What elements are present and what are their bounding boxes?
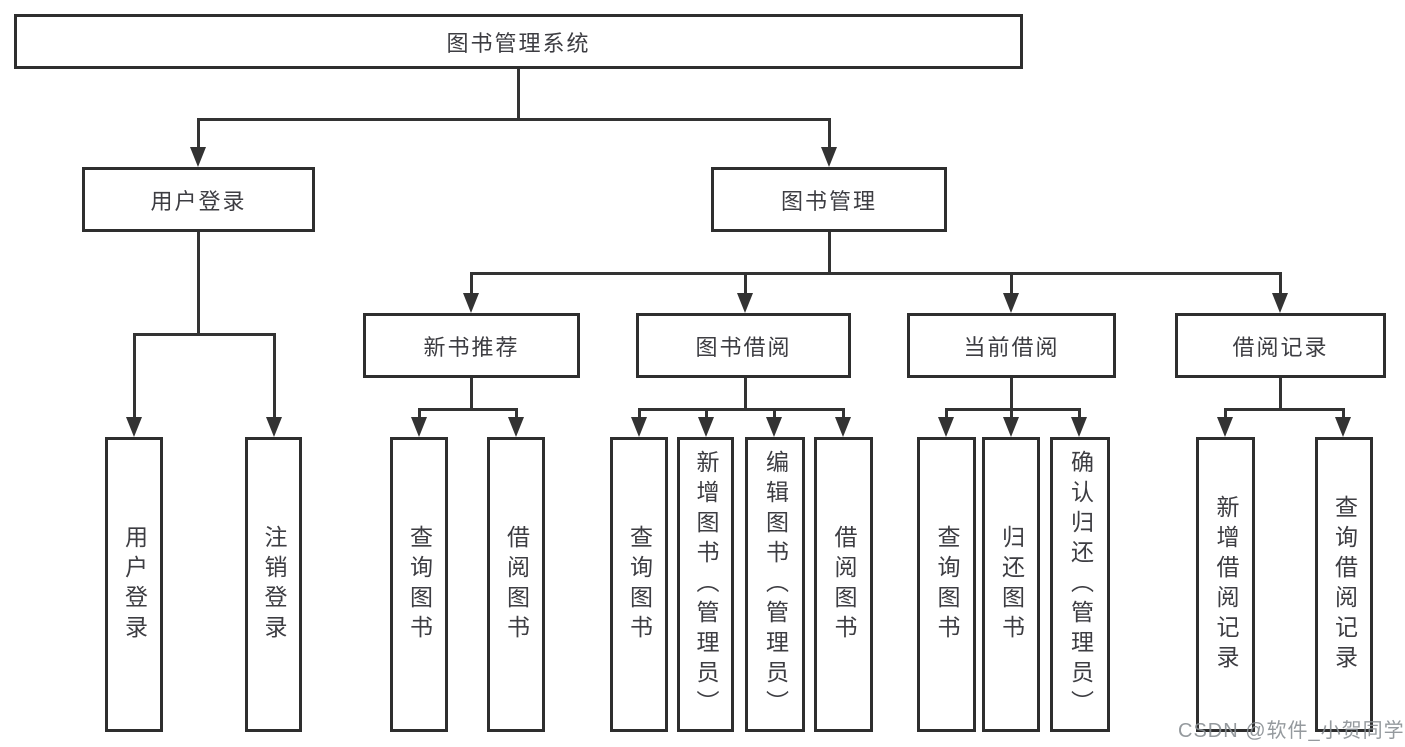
- edge-br-hline: [1224, 408, 1345, 411]
- leaf-bb-borrow-books: 借阅图书: [814, 437, 873, 732]
- edge-to-leaf-bb-add: [705, 408, 708, 421]
- leaf-br-query-record-label: 查询借阅记录: [1331, 494, 1358, 675]
- leaf-logout: 注销登录: [245, 437, 302, 732]
- node-borrow-record: 借阅记录: [1175, 313, 1386, 378]
- leaf-br-query-record: 查询借阅记录: [1315, 437, 1373, 732]
- leaf-bb-edit-books-admin: 编辑图书（管理员）: [745, 437, 805, 732]
- edge-to-leaf-bb-edit: [773, 408, 776, 421]
- arrowhead-leaf-bb-borrow: [835, 417, 851, 437]
- arrowhead-borrow-record: [1272, 293, 1288, 313]
- edge-to-leaf-bb-query: [638, 408, 641, 421]
- leaf-cb-query-books: 查询图书: [917, 437, 976, 732]
- node-user-login: 用户登录: [82, 167, 315, 232]
- edge-to-borrow-record: [1279, 272, 1282, 297]
- edge-root-to-book-management: [828, 118, 831, 150]
- arrowhead-leaf-cb-confirm: [1071, 417, 1087, 437]
- arrowhead-book-borrow: [737, 293, 753, 313]
- edge-to-leaf-br-query: [1342, 408, 1345, 421]
- node-book-management-label: 图书管理: [780, 188, 877, 214]
- arrowhead-current-borrow: [1003, 293, 1019, 313]
- edge-to-current-borrow: [1010, 272, 1013, 297]
- edge-cb-stem: [1010, 378, 1013, 411]
- edge-bb-hline: [638, 408, 845, 411]
- edge-to-leaf-cb-return: [1010, 408, 1013, 421]
- leaf-bb-add-books-admin-label: 新增图书（管理员）: [693, 449, 719, 720]
- edge-to-leaf-br-add: [1224, 408, 1227, 421]
- leaf-bb-add-books-admin: 新增图书（管理员）: [677, 437, 734, 732]
- leaf-bb-query-books-label: 查询图书: [626, 524, 653, 645]
- csdn-watermark: CSDN @软件_小贺同学: [1178, 720, 1405, 742]
- edge-nbr-stem: [470, 378, 473, 411]
- node-new-book-recommend-label: 新书推荐: [423, 334, 520, 360]
- leaf-user-login: 用户登录: [105, 437, 163, 732]
- leaf-cb-return-books: 归还图书: [982, 437, 1040, 732]
- leaf-bb-edit-books-admin-label: 编辑图书（管理员）: [762, 449, 789, 720]
- leaf-logout-label: 注销登录: [261, 524, 287, 645]
- edge-br-stem: [1279, 378, 1282, 411]
- arrowhead-leaf-cb-query: [938, 417, 954, 437]
- edge-to-leaf-cb-confirm: [1078, 408, 1081, 421]
- edge-to-new-book-recommend: [470, 272, 473, 297]
- edge-to-leaf-nbr-borrow: [515, 408, 518, 421]
- arrowhead-leaf-br-add: [1217, 417, 1233, 437]
- edge-root-stem: [517, 69, 520, 120]
- arrowhead-leaf-bb-edit: [766, 417, 782, 437]
- edge-to-book-borrow: [744, 272, 747, 297]
- edge-cb-hline: [945, 408, 1081, 411]
- node-book-borrow-label: 图书借阅: [695, 334, 792, 360]
- node-root: 图书管理系统: [14, 14, 1023, 69]
- leaf-br-add-record: 新增借阅记录: [1196, 437, 1255, 732]
- leaf-bb-query-books: 查询图书: [610, 437, 668, 732]
- edge-user-login-hline: [133, 333, 276, 336]
- arrowhead-book-management: [821, 147, 837, 167]
- edge-user-login-stem: [197, 232, 200, 336]
- edge-book-management-stem: [828, 232, 831, 275]
- leaf-nbr-borrow-books-label: 借阅图书: [503, 524, 530, 645]
- edge-to-leaf-cb-query: [945, 408, 948, 421]
- edge-nbr-hline: [418, 408, 518, 411]
- leaf-cb-confirm-return-admin-label: 确认归还（管理员）: [1067, 449, 1094, 720]
- leaf-bb-borrow-books-label: 借阅图书: [831, 524, 857, 645]
- edge-root-to-user-login: [197, 118, 200, 150]
- node-borrow-record-label: 借阅记录: [1232, 334, 1329, 360]
- leaf-br-add-record-label: 新增借阅记录: [1213, 494, 1239, 675]
- leaf-user-login-label: 用户登录: [121, 524, 148, 645]
- edge-to-leaf-bb-borrow: [842, 408, 845, 421]
- node-current-borrow-label: 当前借阅: [963, 334, 1060, 360]
- arrowhead-leaf-bb-add: [698, 417, 714, 437]
- node-root-label: 图书管理系统: [446, 30, 591, 56]
- arrowhead-leaf-nbr-borrow: [508, 417, 524, 437]
- edge-to-leaf-logout: [273, 333, 276, 421]
- leaf-nbr-query-books: 查询图书: [390, 437, 448, 732]
- node-book-borrow: 图书借阅: [636, 313, 851, 378]
- arrowhead-leaf-cb-return: [1003, 417, 1019, 437]
- node-book-management: 图书管理: [711, 167, 947, 232]
- arrowhead-leaf-logout: [266, 417, 282, 437]
- arrowhead-leaf-user-login: [126, 417, 142, 437]
- arrowhead-leaf-bb-query: [631, 417, 647, 437]
- node-user-login-label: 用户登录: [150, 188, 247, 214]
- arrowhead-leaf-br-query: [1335, 417, 1351, 437]
- leaf-nbr-borrow-books: 借阅图书: [487, 437, 545, 732]
- leaf-cb-query-books-label: 查询图书: [934, 524, 960, 645]
- leaf-nbr-query-books-label: 查询图书: [406, 524, 433, 645]
- arrowhead-new-book-recommend: [463, 293, 479, 313]
- edge-bb-stem: [744, 378, 747, 411]
- leaf-cb-return-books-label: 归还图书: [998, 524, 1025, 645]
- edge-to-leaf-user-login: [133, 333, 136, 421]
- edge-root-hline: [197, 118, 831, 121]
- edge-to-leaf-nbr-query: [418, 408, 421, 421]
- leaf-cb-confirm-return-admin: 确认归还（管理员）: [1050, 437, 1110, 732]
- node-current-borrow: 当前借阅: [907, 313, 1116, 378]
- arrowhead-user-login: [190, 147, 206, 167]
- node-new-book-recommend: 新书推荐: [363, 313, 580, 378]
- arrowhead-leaf-nbr-query: [411, 417, 427, 437]
- edge-book-management-hline: [470, 272, 1282, 275]
